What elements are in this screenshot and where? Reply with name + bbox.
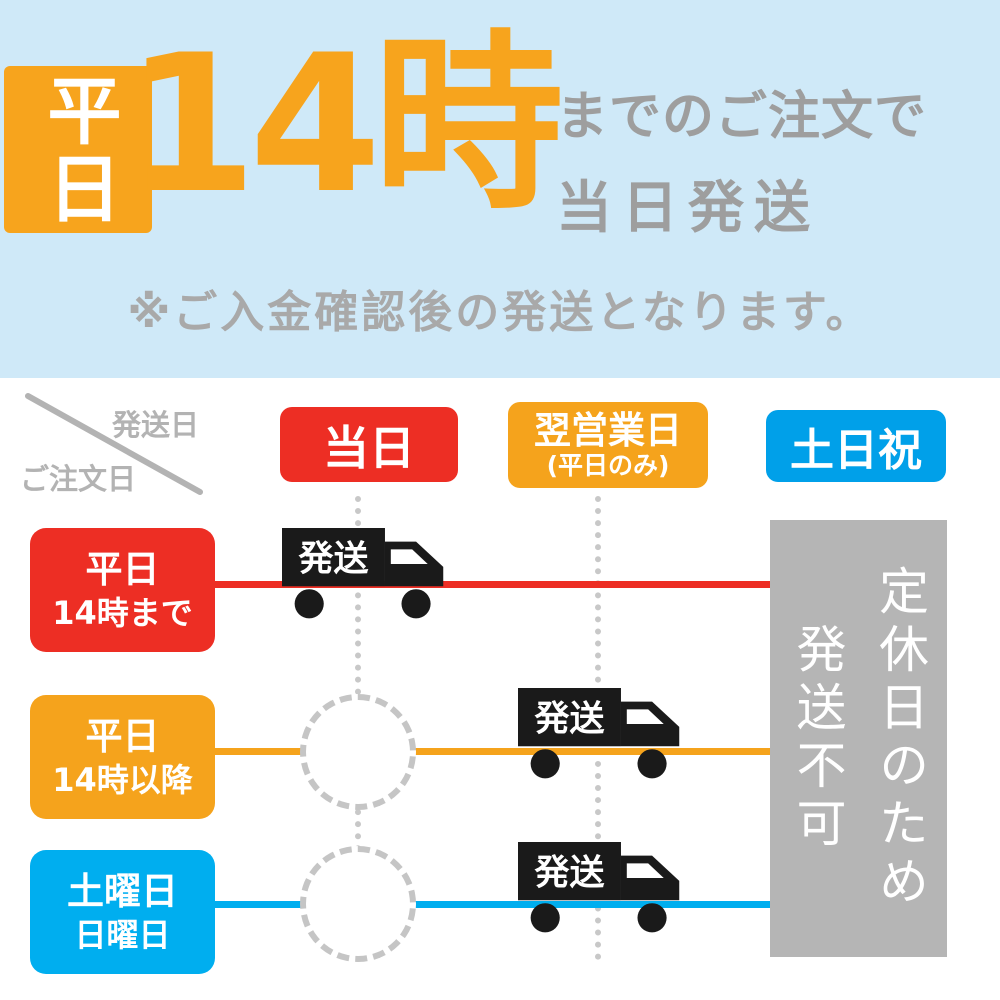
row3-line2: 日曜日 xyxy=(74,916,171,955)
ship-label-row2: 発送 xyxy=(534,700,605,740)
corner-diagonal-line xyxy=(25,393,203,495)
row-label-weekday-before-14: 平日 14時まで xyxy=(30,528,215,652)
weekday-badge: 平日 xyxy=(4,66,152,233)
closed-days-text: 定休日のため 発送不可 xyxy=(776,565,941,913)
no-shipping-circle-row3 xyxy=(300,846,416,962)
connector-line-weekday-after-14 xyxy=(215,748,772,755)
ship-label-row1: 発送 xyxy=(298,540,369,580)
row-label-weekend: 土曜日 日曜日 xyxy=(30,850,215,974)
closed-days-notice: 定休日のため 発送不可 xyxy=(770,520,947,957)
deadline-time: 14時 xyxy=(125,14,563,235)
order-deadline-suffix: までのご注文で xyxy=(556,87,928,147)
order-date-label: ご注文日 xyxy=(20,462,137,496)
column-header-weekend-holiday: 土日祝 xyxy=(766,410,946,482)
payment-confirmation-note: ※ご入金確認後の発送となります。 xyxy=(127,287,873,338)
connector-line-weekend xyxy=(215,901,772,908)
no-shipping-circle-row2 xyxy=(300,694,416,810)
hero-banner: 平日 14時 までのご注文で 当日発送 ※ご入金確認後の発送となります。 xyxy=(0,0,1000,378)
same-day-shipping-label: 当日発送 xyxy=(556,176,820,241)
column-header-same-day: 当日 xyxy=(280,407,458,482)
ship-date-label: 発送日 xyxy=(112,408,200,442)
row2-line2: 14時以降 xyxy=(52,761,193,800)
row1-line2: 14時まで xyxy=(52,594,193,633)
closed-line2: 発送不可 xyxy=(788,622,847,855)
connector-line-weekday-before-14 xyxy=(215,581,772,588)
ship-label-row3: 発送 xyxy=(534,854,605,894)
next-business-day-label: 翌営業日 xyxy=(534,408,682,452)
row1-line1: 平日 xyxy=(85,547,160,591)
weekdays-only-label: (平日のみ) xyxy=(546,450,670,480)
row-label-weekday-after-14: 平日 14時以降 xyxy=(30,695,215,819)
row2-line1: 平日 xyxy=(85,714,160,758)
shipping-truck-icon-row2: 発送 xyxy=(518,688,680,779)
order-deadline-text: までのご注文で 当日発送 xyxy=(556,74,927,244)
shipping-truck-icon-row1: 発送 xyxy=(282,528,444,619)
column-header-next-business-day: 翌営業日 (平日のみ) xyxy=(508,402,708,488)
row3-line1: 土曜日 xyxy=(67,869,178,913)
weekday-badge-label: 平日 xyxy=(35,71,121,228)
closed-line1: 定休日のため xyxy=(871,564,929,913)
shipping-truck-icon-row3: 発送 xyxy=(518,842,680,933)
